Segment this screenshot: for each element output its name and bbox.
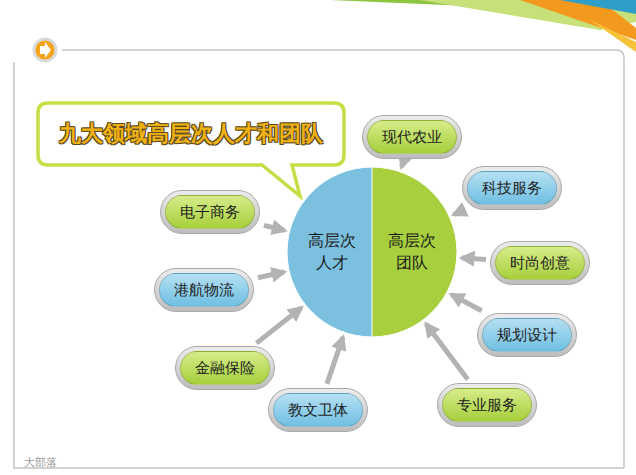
arrow-connector: [256, 308, 301, 343]
arrow-connector: [327, 337, 343, 384]
node-label: 规划设计: [497, 326, 557, 345]
pill-inner: 科技服务: [467, 171, 557, 206]
node-label: 高层次人才: [308, 230, 356, 273]
arrow-connector: [462, 258, 486, 260]
pill-inner: 教文卫体: [273, 393, 363, 428]
field-pill: 科技服务: [462, 166, 562, 211]
frame-line: [14, 50, 624, 468]
stripe: [560, 0, 636, 14]
pill-inner: 电子商务: [165, 195, 255, 230]
callout-bubble: [38, 103, 344, 196]
half-circle-shape: [372, 167, 457, 337]
node-label: 现代农业: [382, 128, 442, 147]
title-text: 九大领域高层次人才和团队: [59, 119, 323, 149]
arrow-icon: [34, 39, 56, 61]
arrow-icon: [40, 42, 51, 58]
field-pill: 教文卫体: [268, 388, 368, 433]
node-label: 教文卫体: [288, 401, 348, 420]
node-label: 科技服务: [482, 179, 542, 198]
arrow-connector: [258, 272, 284, 278]
pill-inner: 规划设计: [482, 318, 572, 353]
field-pill: 专业服务: [437, 383, 537, 428]
half-circle-shape: [287, 167, 372, 337]
circle-right-half: 高层次团队: [372, 167, 457, 337]
arrow-connector: [426, 324, 468, 379]
node-label: 电子商务: [180, 203, 240, 222]
pill-inner: 港航物流: [159, 273, 249, 308]
arrow-connector: [264, 225, 285, 230]
field-pill: 港航物流: [154, 268, 254, 313]
field-pill: 电子商务: [160, 190, 260, 235]
pill-inner: 专业服务: [442, 388, 532, 423]
node-label: 金融保险: [195, 359, 255, 378]
pill-inner: 时尚创意: [495, 246, 585, 281]
watermark: 大部落: [24, 455, 57, 470]
node-label: 港航物流: [174, 281, 234, 300]
field-pill: 现代农业: [362, 115, 462, 160]
node-label: 高层次团队: [388, 230, 436, 273]
pill-inner: 现代农业: [367, 120, 457, 155]
field-pill: 时尚创意: [490, 241, 590, 286]
node-label: 时尚创意: [510, 254, 570, 273]
title-box: 九大领域高层次人才和团队: [40, 106, 342, 162]
arrow-connector: [402, 163, 403, 167]
arrow-connector: [454, 212, 460, 215]
node-label: 专业服务: [457, 396, 517, 415]
circle-left-half: 高层次人才: [287, 167, 372, 337]
pill-inner: 金融保险: [180, 351, 270, 386]
field-pill: 金融保险: [175, 346, 275, 391]
field-pill: 规划设计: [477, 313, 577, 358]
arrow-connector: [451, 294, 481, 310]
stripe: [590, 20, 636, 52]
